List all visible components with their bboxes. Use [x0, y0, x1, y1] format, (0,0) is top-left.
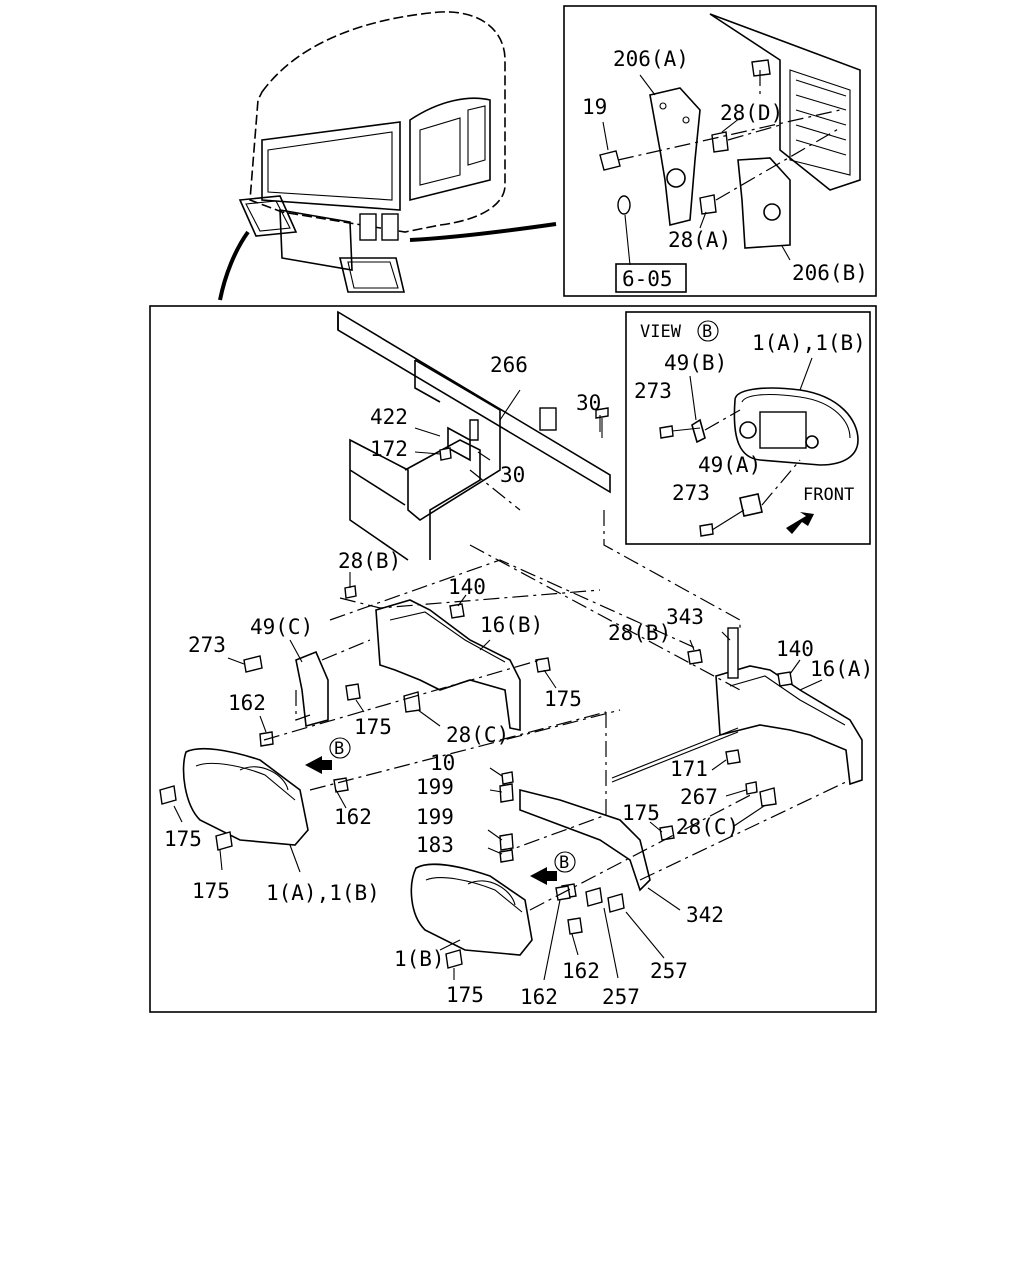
label-16b: 16(B): [480, 613, 543, 637]
label-28d: 28(D): [720, 101, 783, 125]
view-mark-b-left: B: [334, 739, 344, 759]
label-175-f: 175: [446, 983, 484, 1007]
label-267: 267: [680, 785, 718, 809]
label-171: 171: [670, 757, 708, 781]
truck-cab-illustration: [218, 11, 557, 301]
view-b-inset: VIEW B 1(A),1(B) 49(B) 273 49(A) 273 FR: [625, 311, 871, 545]
label-28b-left: 28(B): [338, 549, 401, 573]
label-199-a: 199: [416, 775, 454, 799]
label-162-a: 162: [228, 691, 266, 715]
label-175-e: 175: [192, 879, 230, 903]
label-206b: 206(B): [792, 261, 868, 285]
view-b-label-273-top: 273: [634, 379, 672, 403]
view-b-title: VIEW: [640, 322, 682, 342]
label-1b: 1(B): [394, 947, 445, 971]
label-206a: 206(A): [613, 47, 689, 71]
label-28b-right: 28(B): [608, 621, 671, 645]
label-162-c: 162: [562, 959, 600, 983]
label-172: 172: [370, 437, 408, 461]
label-343: 343: [666, 605, 704, 629]
label-257-b: 257: [602, 985, 640, 1009]
label-49c: 49(C): [250, 615, 313, 639]
label-28c-left: 28(C): [446, 723, 509, 747]
label-140-right: 140: [776, 637, 814, 661]
label-10: 10: [430, 751, 455, 775]
label-162-d: 162: [520, 985, 558, 1009]
view-b-label-49b: 49(B): [664, 351, 727, 375]
label-28a: 28(A): [668, 228, 731, 252]
view-b-title-mark: B: [702, 322, 712, 342]
view-mark-b-right: B: [559, 853, 569, 873]
main-assembly-diagram: VIEW B 1(A),1(B) 49(B) 273 49(A) 273 FR: [149, 305, 877, 1013]
view-b-label-1ab: 1(A),1(B): [752, 331, 866, 355]
label-28c-right: 28(C): [676, 815, 739, 839]
label-19: 19: [582, 95, 607, 119]
label-140-left: 140: [448, 575, 486, 599]
label-30-top: 30: [576, 391, 601, 415]
label-183: 183: [416, 833, 454, 857]
view-b-label-49a: 49(A): [698, 453, 761, 477]
label-16a: 16(A): [810, 657, 873, 681]
label-257-a: 257: [650, 959, 688, 983]
label-175-b: 175: [544, 687, 582, 711]
label-30-mid: 30: [500, 463, 525, 487]
label-422: 422: [370, 405, 408, 429]
label-1ab: 1(A),1(B): [266, 881, 380, 905]
view-b-label-273-bottom: 273: [672, 481, 710, 505]
label-199-b: 199: [416, 805, 454, 829]
label-266: 266: [490, 353, 528, 377]
label-273: 273: [188, 633, 226, 657]
label-162-b: 162: [334, 805, 372, 829]
inset-bracket-detail: 206(A) 19 28(D) 28(A) 206(B) 6-05: [563, 5, 877, 297]
view-b-front-label: FRONT: [803, 485, 854, 505]
label-175-d: 175: [164, 827, 202, 851]
label-175-c: 175: [622, 801, 660, 825]
label-342: 342: [686, 903, 724, 927]
label-175-a: 175: [354, 715, 392, 739]
reference-6-05: 6-05: [622, 267, 673, 291]
